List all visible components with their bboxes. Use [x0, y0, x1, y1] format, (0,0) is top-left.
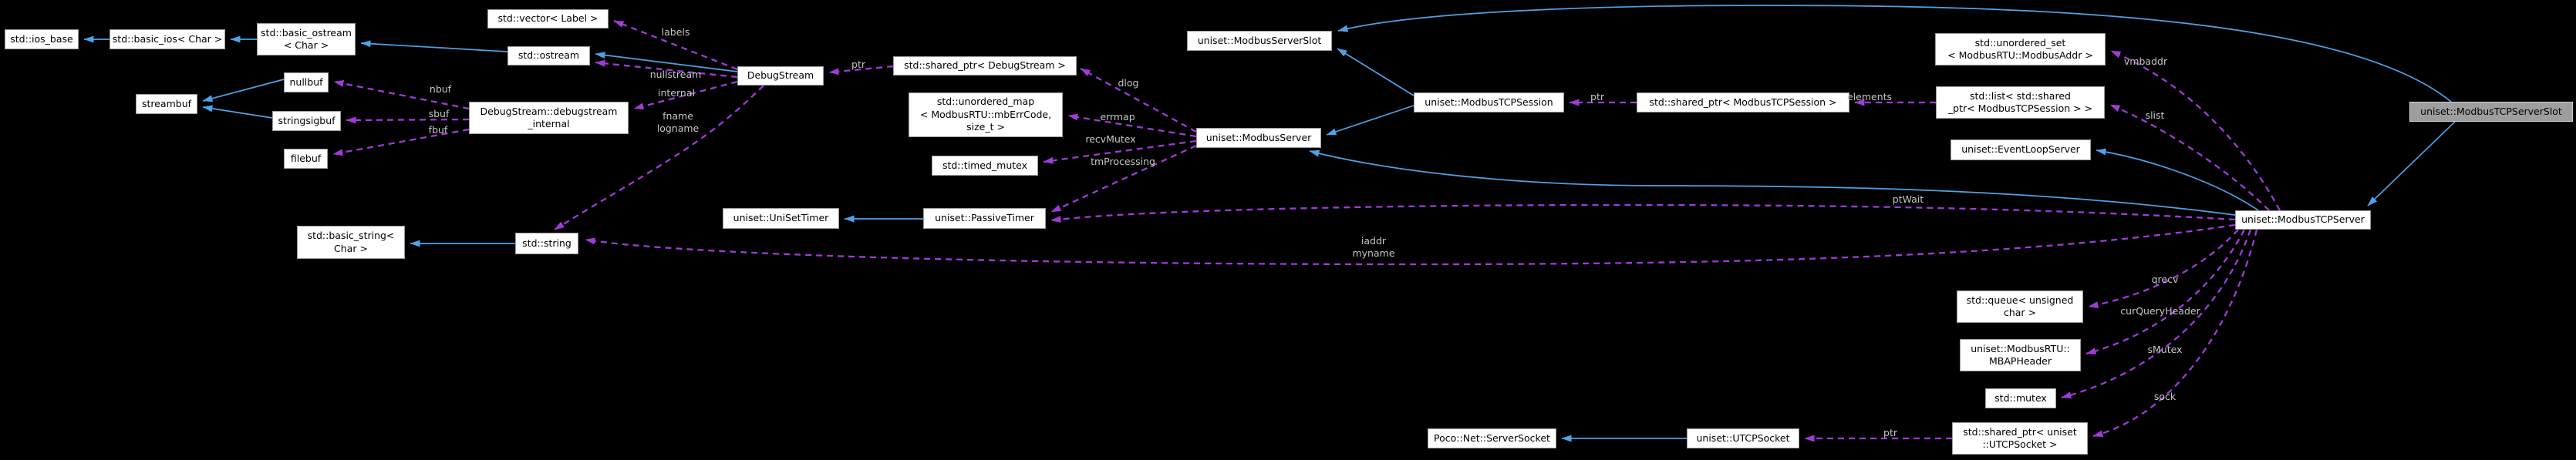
- node-unisettimer[interactable]: uniset::UniSetTimer: [723, 208, 839, 229]
- node-filebuf[interactable]: filebuf: [284, 149, 328, 169]
- edge-tcpsession-modbusserver: [1326, 105, 1414, 136]
- edge-fname-logname: [554, 85, 764, 230]
- node-utcpsocket[interactable]: uniset::UTCPSocket: [1687, 428, 1799, 448]
- edge-labels: [613, 19, 738, 71]
- edge-label-qrecv: qrecv: [2151, 273, 2179, 285]
- edge-label-nullstream: nullstream: [649, 68, 702, 80]
- edge-label-nbuf: nbuf: [429, 82, 452, 95]
- node-poco-serversocket[interactable]: Poco::Net::ServerSocket: [1428, 428, 1556, 448]
- edge-curqueryheader: [2085, 229, 2246, 355]
- edge-label-slist: slist: [2145, 109, 2165, 121]
- edge-recvmutex: [1043, 139, 1197, 164]
- edge-qrecv: [2088, 229, 2239, 308]
- edge-label-fname-logname: fname logname: [656, 109, 700, 134]
- edge-tcpserverslot-serverslot: [1337, 5, 2452, 102]
- edge-errmap: [1067, 113, 1197, 138]
- edge-label-ptr-session: ptr: [1590, 90, 1604, 102]
- edge-slist: [2109, 103, 2270, 211]
- node-std-ostream[interactable]: std::ostream: [507, 46, 590, 65]
- edge-label-recvmutex: recvMutex: [1085, 133, 1136, 145]
- node-nullbuf[interactable]: nullbuf: [284, 72, 329, 92]
- node-modbusserverslot[interactable]: uniset::ModbusServerSlot: [1187, 31, 1332, 51]
- node-eventloopserver[interactable]: uniset::EventLoopServer: [1951, 139, 2091, 160]
- node-stringsigbuf[interactable]: stringsigbuf: [272, 111, 341, 131]
- node-debugstream[interactable]: DebugStream: [737, 66, 824, 86]
- edge-label-curqueryheader: curQueryHeader: [2120, 304, 2200, 317]
- edge-debugstream-ostream: [595, 52, 738, 72]
- node-mbapheader[interactable]: uniset::ModbusRTU:: MBAPHeader: [1960, 339, 2081, 371]
- edge-tmprocessing: [1050, 144, 1197, 213]
- node-debugstream-internal[interactable]: DebugStream::debugstream _internal: [469, 102, 629, 134]
- node-shared-ptr-modbustcpsession[interactable]: std::shared_ptr< ModbusTCPSession >: [1637, 92, 1849, 112]
- edge-label-elements: elements: [1846, 90, 1893, 102]
- node-list-shared-ptr-sessions[interactable]: std::list< std::shared _ptr< ModbusTCPSe…: [1936, 86, 2105, 119]
- edge-ptwait: [1050, 203, 2236, 223]
- edge-label-internal: internal: [658, 86, 695, 99]
- node-std-vector-label[interactable]: std::vector< Label >: [487, 9, 609, 29]
- edge-label-fbuf: fbuf: [428, 123, 448, 136]
- node-std-basic-ostream[interactable]: std::basic_ostream < Char >: [257, 23, 356, 55]
- node-modbustcpsession[interactable]: uniset::ModbusTCPSession: [1414, 92, 1564, 112]
- edge-label-vmbaddr: vmbaddr: [2123, 55, 2168, 67]
- node-modbusserver[interactable]: uniset::ModbusServer: [1196, 128, 1321, 148]
- node-unordered-map-mberrcode[interactable]: std::unordered_map < ModbusRTU::mbErrCod…: [909, 92, 1063, 137]
- edge-label-smutex: sMutex: [2147, 343, 2183, 355]
- edge-label-ptwait: ptWait: [1892, 193, 1924, 205]
- node-shared-ptr-debugstream[interactable]: std::shared_ptr< DebugStream >: [893, 56, 1077, 76]
- edge-label-labels: labels: [661, 25, 690, 38]
- edge-fbuf: [332, 128, 470, 156]
- node-modbustcpserver[interactable]: uniset::ModbusTCPServer: [2235, 210, 2371, 230]
- edge-tcpserverslot-tcpserver: [2367, 121, 2456, 206]
- node-unordered-set-modbusaddr[interactable]: std::unordered_set < ModbusRTU::ModbusAd…: [1935, 33, 2106, 65]
- edge-tcpsession-serverslot: [1337, 48, 1414, 96]
- edge-vmbaddr: [2110, 49, 2281, 211]
- edge-nullstream: [595, 59, 738, 79]
- node-std-ios-base[interactable]: std::ios_base: [5, 29, 79, 49]
- node-streambuf[interactable]: streambuf: [136, 94, 197, 114]
- edge-stringsigbuf-streambuf: [202, 105, 273, 119]
- edge-label-ptr-debugstream: ptr: [851, 58, 865, 70]
- node-std-basic-ios[interactable]: std::basic_ios< Char >: [110, 29, 225, 49]
- node-passivetimer[interactable]: uniset::PassiveTimer: [923, 208, 1046, 229]
- edge-nbuf: [333, 80, 470, 110]
- edge-nullbuf-streambuf: [202, 79, 285, 102]
- edge-label-sock: sock: [2153, 390, 2176, 402]
- node-std-string[interactable]: std::string: [515, 233, 578, 254]
- edge-label-ptr-socket: ptr: [1883, 426, 1897, 438]
- node-std-basic-string[interactable]: std::basic_string< Char >: [297, 226, 405, 259]
- edge-dlog: [1080, 67, 1197, 133]
- edge-label-tmprocessing: tmProcessing: [1091, 155, 1155, 167]
- edge-iaddr-myname: [585, 223, 2236, 266]
- edge-label-iaddr-myname: iaddr myname: [1352, 234, 1395, 259]
- node-std-queue-unsigned-char[interactable]: std::queue< unsigned char >: [1957, 290, 2083, 323]
- edge-label-errmap: errmap: [1100, 110, 1135, 123]
- node-modbustcpserverslot-current: uniset::ModbusTCPServerSlot: [2409, 102, 2573, 122]
- node-std-timed-mutex[interactable]: std::timed_mutex: [932, 156, 1038, 176]
- node-shared-ptr-utcpsocket[interactable]: std::shared_ptr< uniset ::UTCPSocket >: [1952, 422, 2088, 455]
- edge-label-sbuf: sbuf: [428, 107, 450, 119]
- edge-sock: [2092, 229, 2258, 438]
- edge-label-dlog: dlog: [1118, 76, 1139, 89]
- edge-sbuf: [346, 116, 470, 124]
- edge-smutex: [2061, 229, 2252, 399]
- edge-tcpserver-eventloop: [2096, 148, 2259, 211]
- edge-tcpserver-modbusserver: [1309, 149, 2236, 216]
- edge-ostream-basicostream: [360, 40, 508, 52]
- edge-internal: [633, 80, 738, 110]
- node-std-mutex[interactable]: std::mutex: [1985, 388, 2056, 408]
